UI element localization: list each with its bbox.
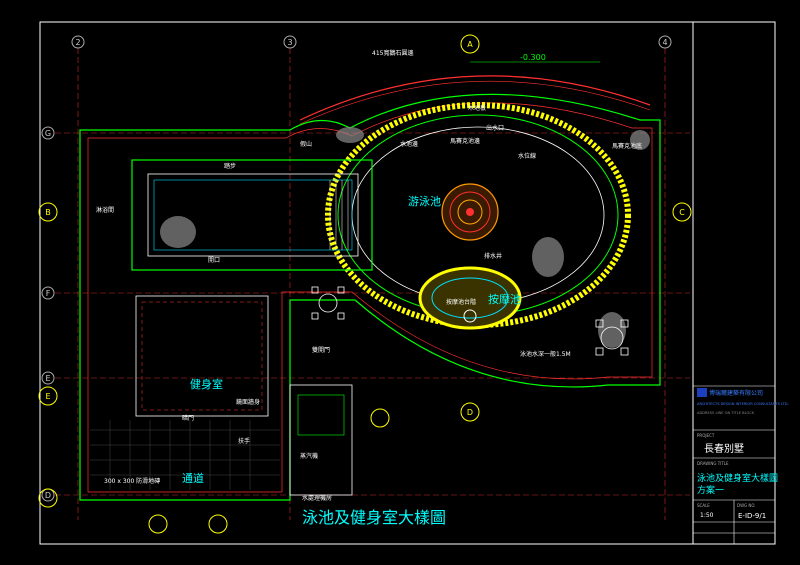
project-label: PROJECT	[697, 433, 715, 438]
room-label-corridor: 通道	[182, 471, 204, 485]
lounge-tables	[311, 286, 629, 356]
company-name-en: ARCHITECTS DESIGN INTERIOR CONSULTANTS L…	[697, 402, 789, 406]
pool-medallion	[441, 183, 499, 241]
grid-label-g: G	[45, 129, 51, 138]
section-callouts	[38, 34, 692, 534]
note-handrail: 扶手	[238, 437, 250, 445]
note-swing-door: 雙開門	[312, 346, 330, 354]
note-opening: 開口	[208, 257, 220, 264]
note-floor-tile: 300 x 300 防滑地磚	[104, 477, 160, 485]
note-waterline: 水位線	[518, 152, 536, 160]
note-drain: 排水井	[484, 252, 502, 260]
lap-pool-outer	[131, 159, 373, 271]
equipment-room	[289, 384, 353, 496]
top-arc-edge	[299, 75, 651, 121]
note-pool-edge: 水池邊	[400, 140, 418, 148]
company-logo	[697, 388, 707, 397]
room-label-gym: 健身室	[190, 377, 223, 391]
rockery	[160, 127, 650, 348]
grid-label-2: 2	[75, 38, 80, 47]
level-mark: -0.300	[520, 53, 546, 62]
grid-label-f: F	[46, 289, 51, 298]
outer-wall	[79, 93, 661, 501]
pool-steps	[329, 180, 349, 250]
note-pool-floor: 馬賽克池底	[612, 142, 642, 150]
lap-pool-inner	[147, 173, 359, 257]
grid-label-e: E	[45, 374, 50, 383]
gym-room	[135, 295, 269, 417]
note-pool-rim: 馬賽克池邊	[450, 137, 480, 145]
company-address: ADDRESS LINE ON TITLE BLOCK	[697, 411, 755, 415]
corridor-tiles	[90, 420, 280, 490]
drawing-title-2: 方案一	[697, 484, 724, 496]
dwg-no-label: DWG NO.	[737, 503, 756, 508]
callout-e: E	[45, 392, 50, 401]
note-water-outlet: 出水口	[486, 124, 504, 132]
note-spa-steps: 按摩池台階	[446, 298, 476, 306]
drawing-main-title: 泳池及健身室大樣圖	[302, 508, 446, 527]
grid-bubbles-left	[41, 126, 55, 502]
grid-bubbles-top	[71, 35, 672, 49]
note-shower: 淋浴間	[96, 206, 114, 214]
drawing-title: 泳池及健身室大樣圖	[697, 472, 778, 484]
callout-b: B	[45, 208, 51, 217]
note-pool-depth: 泳池水深一般1.5M	[520, 350, 571, 358]
note-hidden-door: 暗門	[182, 414, 194, 422]
company-name-cn: 博瑞爾建築有限公司	[709, 389, 763, 397]
note-step: 踏步	[224, 162, 236, 170]
note-mirror-wall: 鏡面牆身	[236, 398, 260, 406]
note-rockery: 假山	[300, 140, 312, 148]
scale-value: 1:50	[700, 512, 714, 519]
grid-label-4: 4	[662, 38, 667, 47]
grid-label-3: 3	[287, 38, 292, 47]
grid-lines	[55, 48, 690, 520]
drawing-title-label: DRAWING TITLE	[697, 461, 729, 466]
title-block-lines	[693, 385, 775, 544]
note-equipment: 水處理機房	[302, 494, 332, 502]
project-name: 長春別墅	[704, 443, 744, 455]
callout-a: A	[467, 40, 473, 49]
dwg-no: E-ID-9/1	[738, 512, 766, 520]
room-label-pool: 游泳池	[408, 194, 441, 208]
note-steam: 蒸汽機	[300, 452, 318, 460]
top-arc-note: 415寬鵝石圓邊	[372, 49, 413, 57]
callout-d: D	[467, 408, 473, 417]
callout-c: C	[679, 208, 685, 217]
grid-label-d: D	[45, 491, 51, 500]
room-label-spa: 按摩池	[488, 292, 521, 306]
scale-label: SCALE	[697, 503, 710, 508]
note-wood-deck: 木地板	[468, 104, 486, 112]
